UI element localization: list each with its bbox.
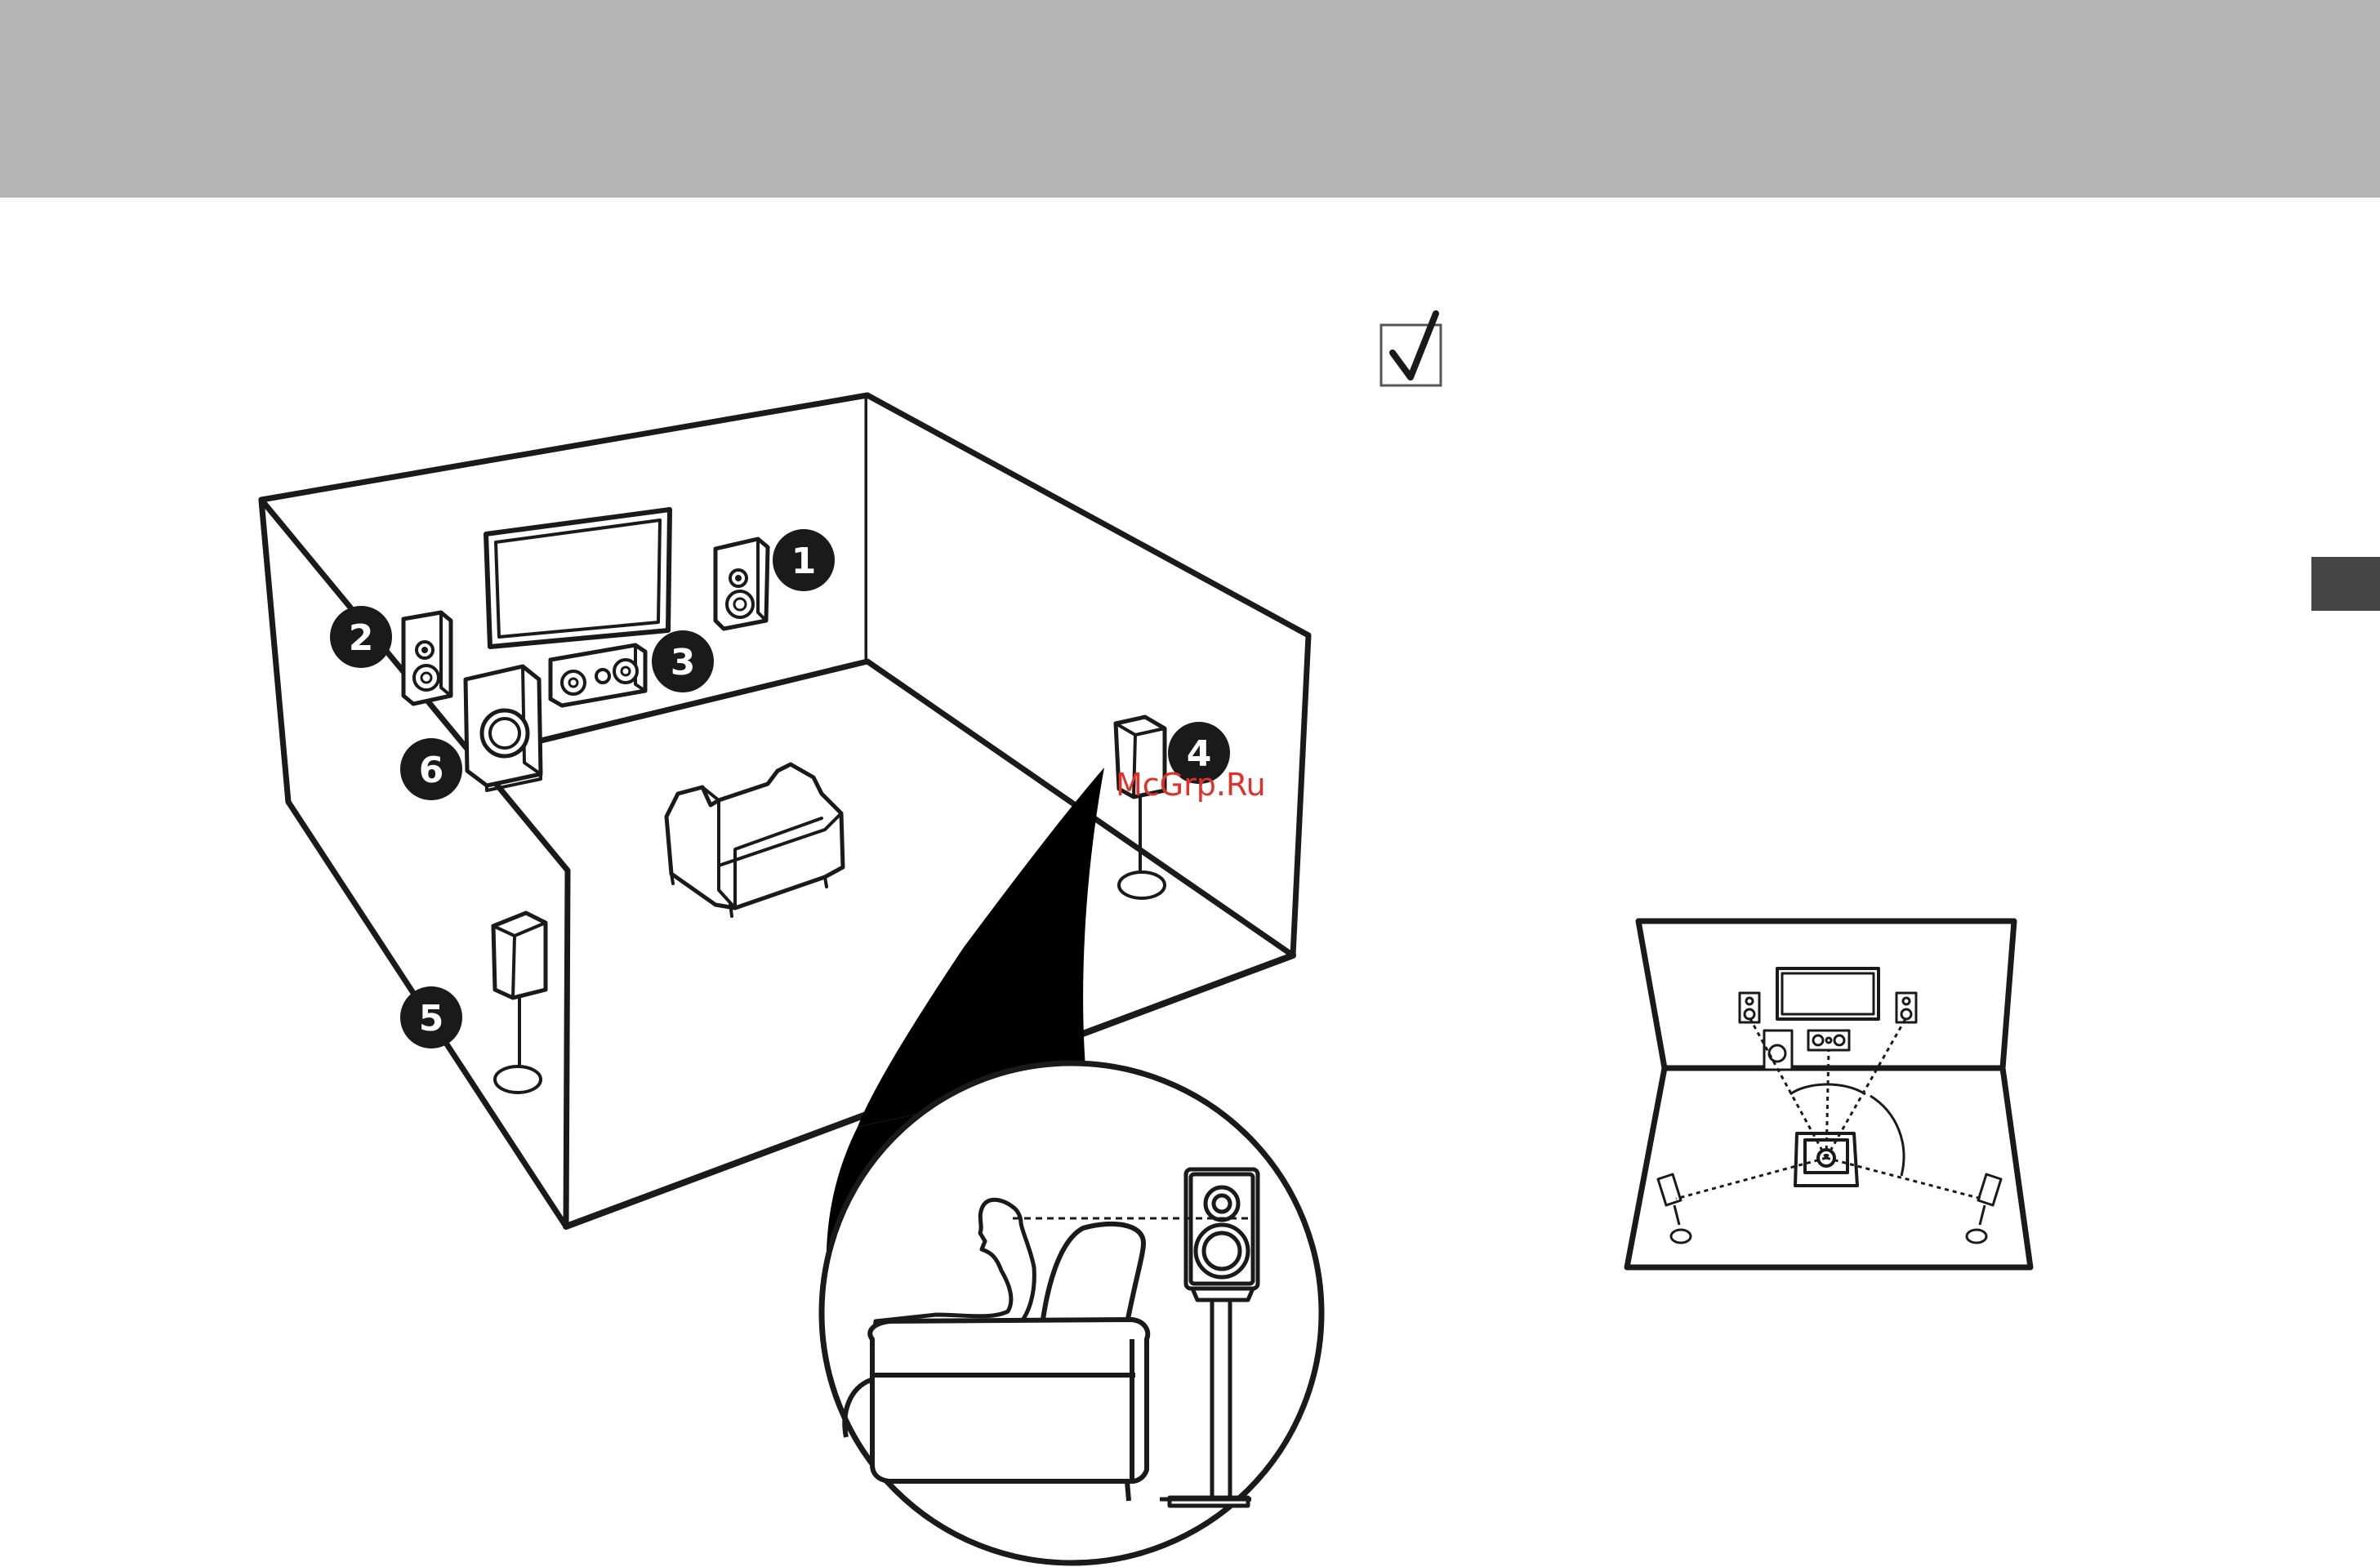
badge-5: 5 <box>400 986 462 1048</box>
subwoofer-icon <box>466 666 541 790</box>
tv-icon <box>486 510 670 647</box>
top-view-center-speaker-icon <box>1808 1031 1849 1050</box>
top-view-subwoofer-icon <box>1764 1031 1792 1070</box>
badge-2: 2 <box>330 606 392 668</box>
checkmark-icon <box>1381 314 1441 385</box>
badge-3: 3 <box>652 630 714 692</box>
front-left-speaker-icon <box>403 612 451 704</box>
badge-6: 6 <box>400 738 462 800</box>
top-view-front-right-speaker-icon <box>1896 993 1916 1022</box>
top-view-diagram <box>1627 921 2030 1267</box>
svg-text:2: 2 <box>349 617 374 659</box>
svg-text:1: 1 <box>791 541 817 582</box>
front-right-speaker-icon <box>715 539 768 629</box>
svg-text:3: 3 <box>671 642 696 683</box>
top-view-front-left-speaker-icon <box>1740 993 1759 1022</box>
badge-1: 1 <box>773 529 835 591</box>
svg-text:6: 6 <box>419 750 444 791</box>
svg-text:5: 5 <box>419 998 444 1039</box>
watermark: McGrp.Ru <box>1116 767 1266 803</box>
